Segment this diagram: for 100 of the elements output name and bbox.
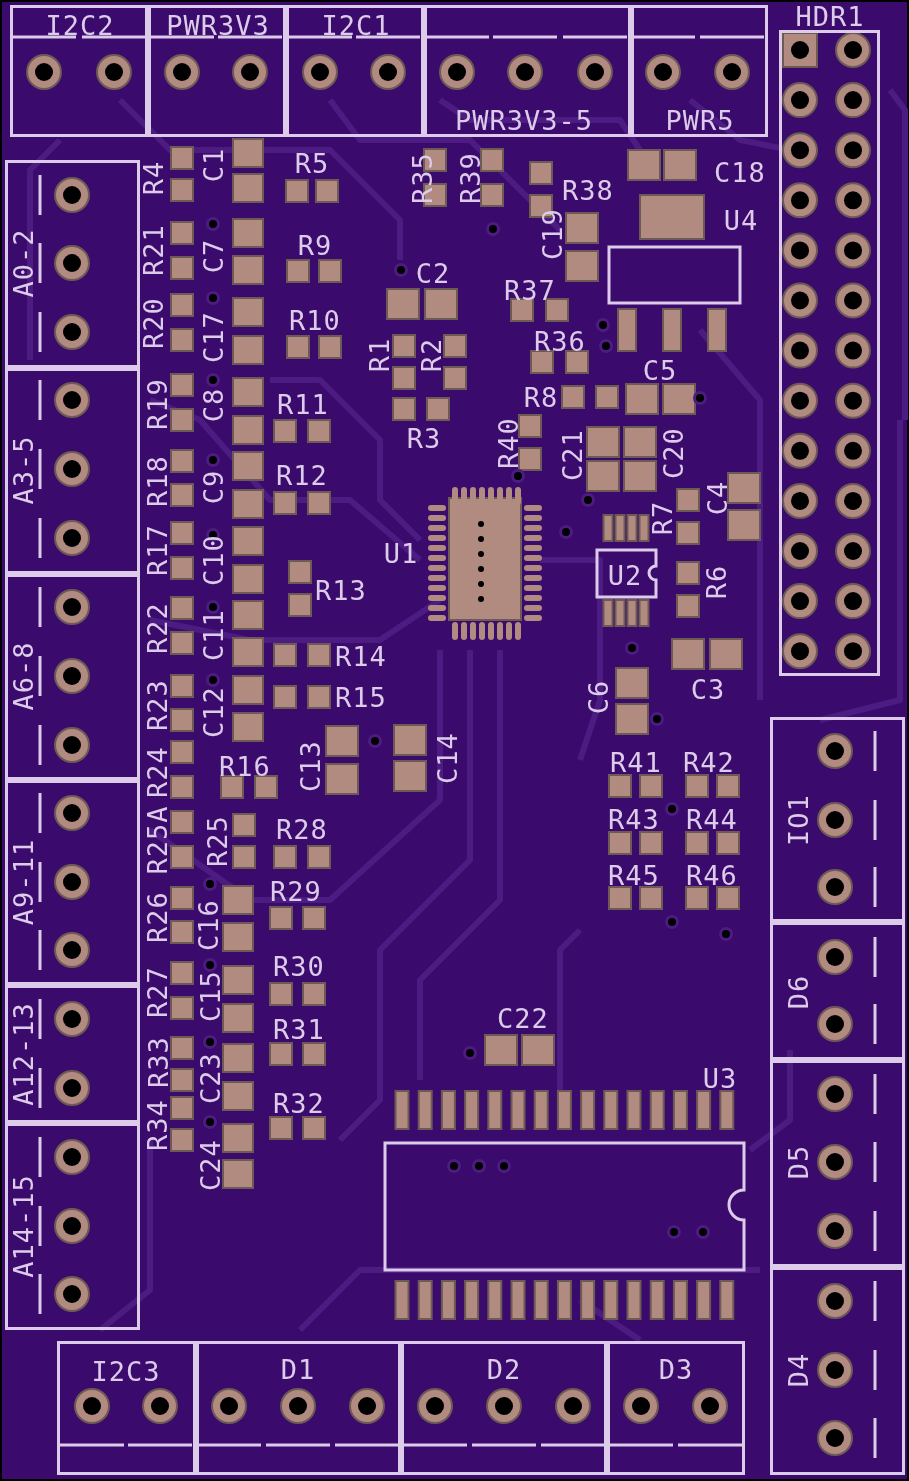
component-designator: C19 [538, 208, 566, 260]
component-designator: U2 [607, 561, 643, 589]
connector-label: A6-8 [9, 641, 37, 711]
component-designator: R18 [143, 455, 171, 507]
connector-label: I2C2 [45, 11, 115, 39]
connector-label: A3-5 [9, 435, 37, 505]
component-designator: R14 [335, 642, 387, 670]
connector-label: D4 [784, 1352, 812, 1388]
component-designator: R4 [139, 160, 167, 196]
component-designator: C20 [659, 427, 687, 479]
component-designator: C22 [497, 1004, 549, 1032]
terminal-block [5, 574, 140, 780]
component-designator: R30 [273, 952, 325, 980]
component-designator: R13 [315, 576, 367, 604]
component-designator: C7 [199, 238, 227, 274]
connector-label: D3 [658, 1355, 694, 1383]
component-designator: C11 [199, 609, 227, 661]
component-designator: R19 [143, 378, 171, 430]
component-designator: C2 [415, 259, 451, 287]
component-designator: R9 [297, 231, 333, 259]
component-designator: R6 [702, 564, 730, 600]
terminal-block [196, 1341, 401, 1475]
component-designator: C9 [199, 469, 227, 505]
component-designator: C4 [703, 480, 731, 516]
connector-label: PWR3V3-5 [455, 106, 593, 134]
terminal-block [5, 160, 140, 368]
component-designator: R11 [277, 390, 329, 418]
component-designator: R23 [143, 679, 171, 731]
component-designator: R33 [144, 1036, 172, 1088]
component-designator: C18 [714, 158, 766, 186]
component-designator: R39 [456, 152, 484, 204]
component-designator: R36 [534, 327, 586, 355]
component-designator: C13 [296, 740, 324, 792]
component-designator: R21 [139, 224, 167, 276]
connector-label: D5 [784, 1144, 812, 1180]
terminal-block [770, 1060, 905, 1267]
component-designator: U4 [723, 206, 759, 234]
component-designator: R20 [139, 297, 167, 349]
component-designator: C8 [199, 387, 227, 423]
connector-label: A12-13 [9, 1002, 37, 1106]
terminal-block [607, 1341, 745, 1475]
terminal-block [286, 5, 424, 137]
component-designator: R40 [494, 417, 522, 469]
connector-label: IO1 [784, 794, 812, 846]
pin-header [779, 3, 880, 676]
component-designator: R31 [273, 1015, 325, 1043]
component-designator: R34 [143, 1099, 171, 1151]
terminal-block [770, 717, 905, 922]
terminal-block [424, 5, 631, 137]
component-designator: R26 [143, 891, 171, 943]
component-designator: R2 [417, 337, 445, 373]
component-designator: R37 [504, 276, 556, 304]
component-designator: R27 [143, 966, 171, 1018]
connector-label: D6 [784, 974, 812, 1010]
connector-label: PWR5 [665, 106, 735, 134]
component-designator: C5 [642, 356, 678, 384]
component-designator: C21 [558, 429, 586, 481]
terminal-block [5, 985, 140, 1123]
component-designator: R45 [608, 861, 660, 889]
connector-label: I2C1 [321, 11, 391, 39]
component-designator: C17 [199, 311, 227, 363]
component-designator: R46 [686, 861, 738, 889]
component-designator: R10 [289, 306, 341, 334]
component-designator: R35 [408, 152, 436, 204]
component-designator: R22 [143, 602, 171, 654]
component-designator: R38 [562, 176, 614, 204]
component-designator: R43 [608, 805, 660, 833]
component-designator: R29 [270, 877, 322, 905]
component-designator: C6 [584, 679, 612, 715]
terminal-block [770, 922, 905, 1060]
component-designator: R12 [276, 461, 328, 489]
component-designator: C12 [199, 686, 227, 738]
component-designator: R16 [219, 752, 271, 780]
connector-label: A0-2 [9, 228, 37, 298]
component-designator: R42 [683, 748, 735, 776]
component-designator: U1 [383, 539, 419, 567]
component-designator: C15 [196, 970, 224, 1022]
terminal-block [148, 5, 286, 137]
component-designator: R15 [335, 683, 387, 711]
component-designator: R1 [365, 337, 393, 373]
terminal-block [57, 1341, 196, 1475]
component-designator: R44 [686, 805, 738, 833]
terminal-block [770, 1267, 905, 1475]
component-designator: C23 [196, 1052, 224, 1104]
connector-label: D1 [280, 1355, 316, 1383]
terminal-block [5, 780, 140, 985]
connector-label: D2 [486, 1355, 522, 1383]
component-designator: R28 [276, 815, 328, 843]
component-designator: R41 [610, 748, 662, 776]
component-designator: C14 [433, 732, 461, 784]
connector-label: A14-15 [9, 1174, 37, 1278]
component-designator: C10 [199, 534, 227, 586]
component-designator: R3 [406, 424, 442, 452]
component-designator: C24 [196, 1139, 224, 1191]
connector-label: HDR1 [795, 2, 865, 30]
component-designator: R25 [203, 815, 231, 867]
component-designator: R5 [294, 149, 330, 177]
connector-label: A9-11 [9, 838, 37, 926]
component-designator: C1 [199, 147, 227, 183]
component-designator: R7 [648, 500, 676, 536]
